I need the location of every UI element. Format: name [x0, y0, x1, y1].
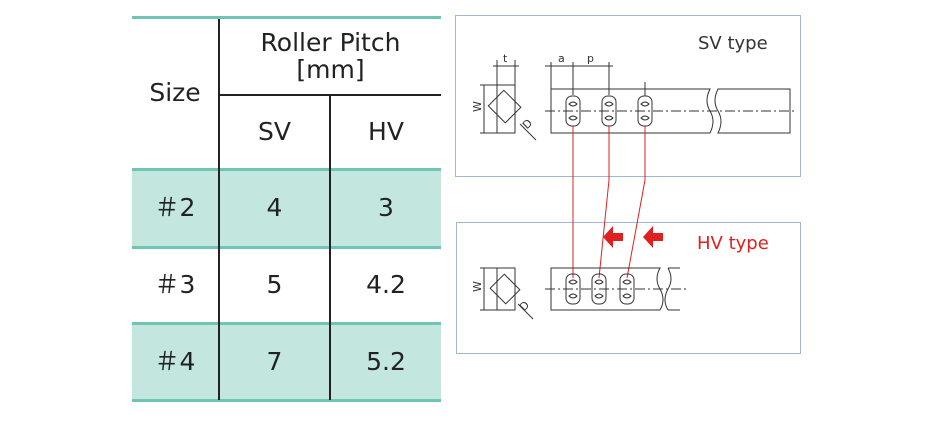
table-bottom-rule — [132, 399, 441, 402]
hv-chain-strip — [545, 267, 688, 311]
hv-value-cell: 3 — [378, 193, 394, 223]
hv-cross-section — [480, 267, 534, 320]
header-bottom-rule — [132, 168, 441, 171]
roller-pitch-unit: [mm] — [296, 54, 365, 84]
compression-arrows — [603, 226, 663, 248]
dim-t-label: t — [503, 52, 508, 65]
sv-cross-section — [480, 60, 537, 141]
size-cell: ＃4 — [154, 346, 196, 376]
hv-roller — [591, 273, 607, 305]
sv-header: SV — [258, 116, 291, 146]
pitch-header-divider — [219, 94, 441, 96]
roller-pitch-title: Roller Pitch — [260, 28, 401, 58]
left-arrow-icon — [643, 226, 663, 248]
hv-header: HV — [368, 116, 404, 146]
column-divider-sv-hv — [329, 94, 331, 400]
dim-a-label: a — [558, 52, 565, 65]
hv-roller — [619, 273, 635, 305]
hv-value-cell: 4.2 — [366, 270, 406, 300]
sv-chain-strip — [545, 62, 795, 134]
size-cell: ＃3 — [154, 270, 196, 300]
hv-dim-w-label: W — [471, 281, 484, 292]
roller-pitch-table: Size Roller Pitch [mm] SV HV ＃2 4 3 ＃3 5… — [132, 16, 441, 402]
row-band-4 — [132, 323, 441, 400]
sv-value-cell: 5 — [266, 270, 283, 300]
hv-type-label: HV type — [697, 233, 769, 254]
hv-dim-d-label: D — [517, 299, 532, 314]
dim-p-label: p — [587, 52, 594, 65]
dim-d-label: D — [520, 117, 535, 132]
row2-bottom-rule — [132, 246, 441, 249]
sv-type-panel — [455, 15, 801, 177]
pitch-correspondence-lines — [572, 126, 646, 279]
sv-value-cell: 7 — [266, 346, 283, 376]
table-top-rule — [132, 16, 441, 19]
column-divider-size — [218, 19, 220, 400]
size-cell: ＃2 — [154, 193, 196, 223]
sv-type-label: SV type — [698, 33, 768, 54]
dim-w-label: W — [471, 101, 484, 112]
hv-roller — [565, 273, 581, 305]
hv-value-cell: 5.2 — [366, 346, 406, 376]
row3-bottom-rule — [132, 322, 441, 325]
row-band-2 — [132, 170, 441, 247]
left-arrow-icon — [603, 226, 623, 248]
hv-type-panel — [456, 222, 801, 354]
sv-value-cell: 4 — [266, 193, 283, 223]
size-header: Size — [149, 78, 201, 108]
roller-pitch-header: Roller Pitch [mm] — [220, 19, 441, 94]
